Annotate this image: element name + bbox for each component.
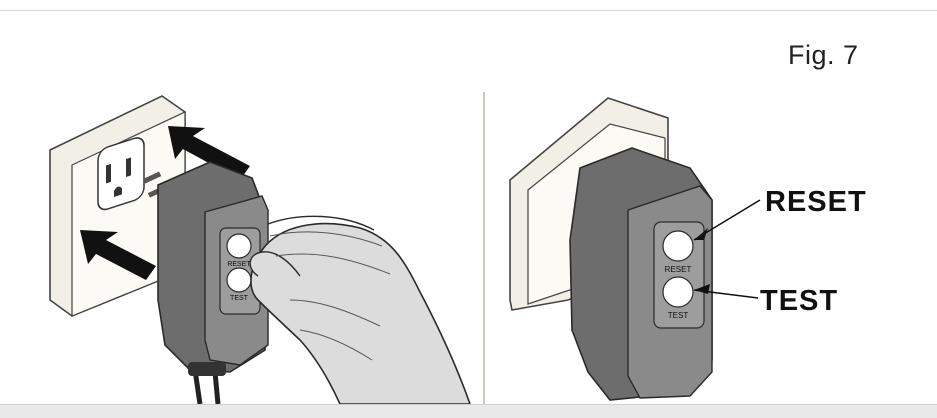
reset-callout: RESET <box>765 186 867 219</box>
figure-label: Fig. 7 <box>788 40 859 71</box>
test-callout: TEST <box>760 285 838 318</box>
device-test-label: TEST <box>230 295 249 302</box>
device-reset-label-right: RESET <box>665 265 692 274</box>
device-test-label-right: TEST <box>668 311 689 320</box>
gfci-plug-icon: RESET TEST <box>570 148 712 400</box>
bottom-band <box>0 404 937 418</box>
gfci-plug-icon: RESET TEST <box>143 162 268 404</box>
hand-icon <box>250 216 470 404</box>
device-reset-label: RESET <box>227 261 251 268</box>
